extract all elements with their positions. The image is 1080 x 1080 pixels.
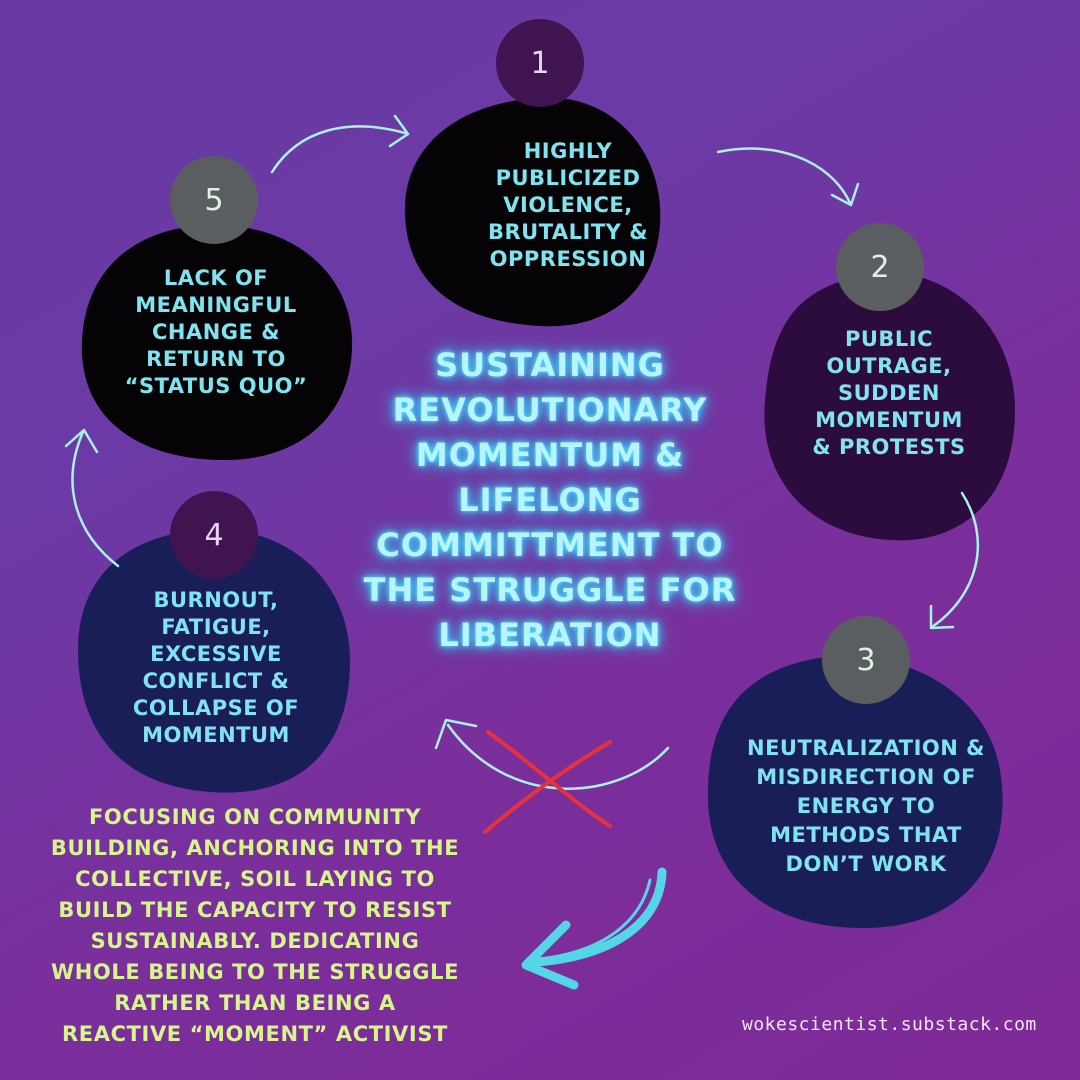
stage-4-number: 4 [204, 517, 224, 553]
alternative-line: BUILDING, ANCHORING INTO THE [50, 836, 460, 860]
alternative-line: SUSTAINABLY. DEDICATING [90, 929, 420, 953]
stage-5-number-badge: 5 [170, 156, 258, 244]
stage-4-line: COLLAPSE OF [132, 696, 300, 720]
interrupt-arc [446, 723, 670, 790]
alternative-arrow-head [521, 920, 579, 990]
stage-3-line: METHODS THAT [770, 823, 962, 847]
alternative-line: FOCUSING ON COMMUNITY [88, 805, 422, 829]
arrow-4-to-5 [71, 430, 120, 568]
interrupt-arc-head [434, 718, 478, 750]
stage-2-line: OUTRAGE, [826, 354, 952, 378]
stage-5-line: RETURN TO [146, 347, 286, 371]
stage-5-blob [81, 225, 353, 460]
stage-5-text: LACK OF MEANINGFUL CHANGE & RETURN TO “S… [125, 265, 308, 400]
credit-url: wokescientist.substack.com [742, 1014, 1037, 1035]
stage-4-line: EXCESSIVE [150, 642, 282, 666]
stage-3-line: NEUTRALIZATION & [747, 736, 985, 760]
stage-5-line: LACK OF [163, 266, 269, 290]
arrow-1-to-2-head [830, 182, 860, 207]
stage-2-line: SUDDEN [838, 381, 940, 405]
center-title-line: MOMENTUM & [415, 436, 685, 474]
stage-3-line: DON’T WORK [785, 852, 947, 876]
arrow-5-to-1 [270, 125, 407, 174]
stage-1-line: BRUTALITY & [487, 220, 649, 244]
stage-3-number-badge: 3 [822, 616, 910, 704]
stage-5-number: 5 [204, 182, 224, 218]
arrow-4-to-5-head [64, 428, 99, 454]
center-title-line: SUSTAINING [435, 346, 665, 384]
stage-1-number-badge: 1 [496, 19, 584, 107]
stage-3-text: NEUTRALIZATION & MISDIRECTION OF ENERGY … [747, 734, 985, 879]
arrow-2-to-3 [930, 491, 980, 629]
alternative-line: REACTIVE “MOMENT” ACTIVIST [62, 1022, 448, 1046]
stage-4-line: MOMENTUM [142, 723, 290, 747]
stage-3-line: MISDIRECTION OF [756, 765, 976, 789]
cross-mark-stroke-1 [486, 730, 612, 828]
stage-1-text: HIGHLY PUBLICIZED VIOLENCE, BRUTALITY & … [488, 138, 648, 273]
arrow-5-to-1-head [388, 114, 410, 148]
stage-2-number-badge: 2 [836, 223, 924, 311]
arrow-2-to-3-head [929, 604, 955, 630]
center-title-line: LIBERATION [438, 616, 662, 654]
arrow-1-to-2 [716, 147, 852, 205]
stage-2-line: & PROTESTS [812, 435, 966, 459]
alternative-line: WHOLE BEING TO THE STRUGGLE [50, 960, 460, 984]
stage-4-line: CONFLICT & [142, 669, 290, 693]
center-title-line: THE STRUGGLE FOR [363, 571, 737, 609]
stage-4-blob [78, 529, 351, 793]
alternative-line: RATHER THAN BEING A [114, 991, 396, 1015]
alternative-arrow-accent [546, 878, 652, 960]
stage-3-line: ENERGY TO [796, 794, 936, 818]
center-title-line: COMMITTMENT TO [376, 526, 724, 564]
alternative-line: COLLECTIVE, SOIL LAYING TO [75, 867, 435, 891]
stage-2-text: PUBLIC OUTRAGE, SUDDEN MOMENTUM & PROTES… [812, 326, 965, 461]
stage-2-number: 2 [870, 249, 890, 285]
stage-1-line: VIOLENCE, [503, 193, 633, 217]
stage-4-line: FATIGUE, [161, 615, 271, 639]
stage-1-number: 1 [530, 45, 550, 81]
stage-3-number: 3 [856, 642, 876, 678]
stage-1-blob [404, 97, 661, 327]
stage-2-line: MOMENTUM [815, 408, 963, 432]
stage-2-blob [764, 272, 1015, 541]
stage-5-line: MEANINGFUL [135, 293, 297, 317]
stage-4-line: BURNOUT, [153, 588, 279, 612]
stage-5-line: CHANGE & [151, 320, 281, 344]
stage-4-number-badge: 4 [170, 491, 258, 579]
stage-1-line: PUBLICIZED [495, 166, 641, 190]
cross-mark-stroke-2 [483, 740, 612, 834]
stage-4-text: BURNOUT, FATIGUE, EXCESSIVE CONFLICT & C… [133, 587, 299, 749]
alternative-line: BUILD THE CAPACITY TO RESIST [58, 898, 452, 922]
stage-1-line: HIGHLY [523, 139, 613, 163]
stage-3-blob [707, 656, 1003, 929]
alternative-text: FOCUSING ON COMMUNITY BUILDING, ANCHORIN… [51, 802, 459, 1050]
stage-1-line: OPPRESSION [489, 247, 647, 271]
stage-2-line: PUBLIC [844, 327, 934, 351]
stage-5-line: “STATUS QUO” [124, 374, 308, 398]
center-title-line: LIFELONG [458, 481, 642, 519]
center-title-line: REVOLUTIONARY [392, 391, 708, 429]
center-title: SUSTAINING REVOLUTIONARY MOMENTUM & LIFE… [364, 343, 737, 658]
alternative-arrow [530, 867, 667, 967]
